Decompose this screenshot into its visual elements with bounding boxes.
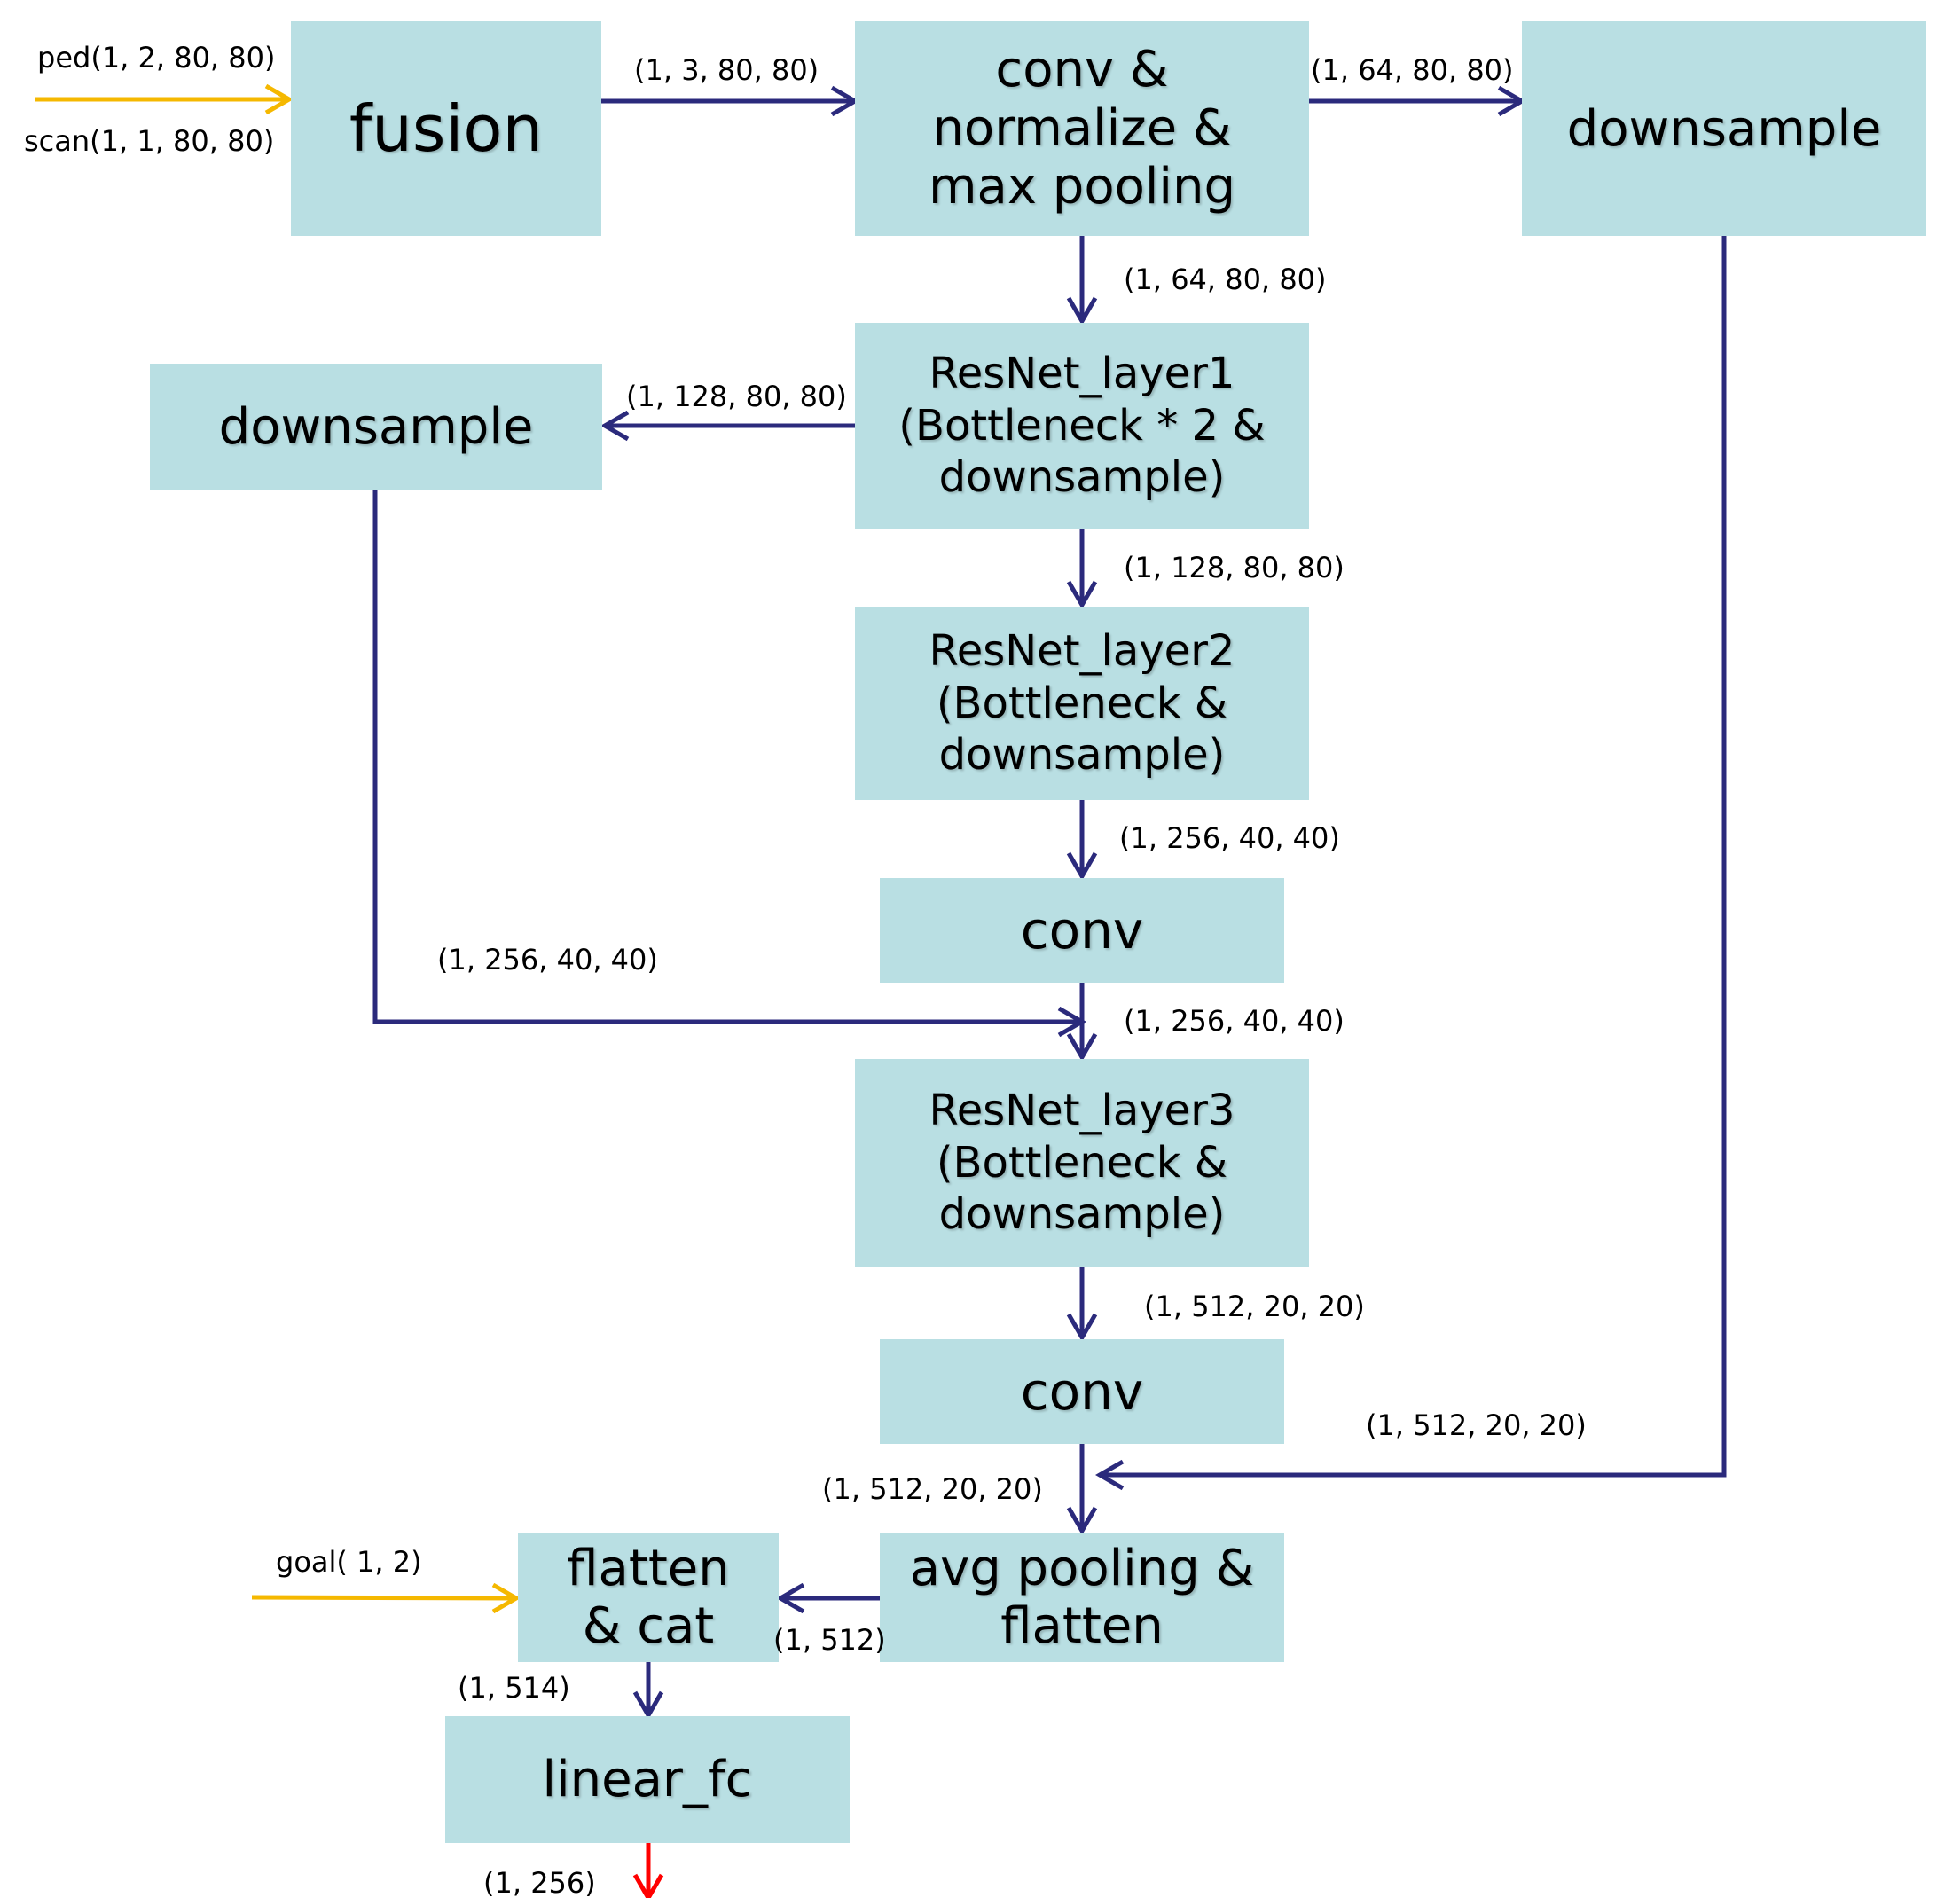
avg-pooling-flatten-node: avg pooling & flatten (880, 1533, 1284, 1662)
resnet-layer2-node: ResNet_layer2 (Bottleneck & downsample) (855, 607, 1309, 800)
fc-output-arrow (632, 1843, 664, 1898)
fusion-to-conv-arrow (601, 85, 860, 117)
cat-to-fc-label: (1, 514) (458, 1671, 570, 1705)
conv-to-avgpool-arrow (1066, 1444, 1098, 1536)
fusion-node: fusion (291, 21, 601, 236)
layer2-to-conv-arrow (1066, 800, 1098, 882)
downsample-right-skip-label: (1, 512, 20, 20) (1366, 1408, 1587, 1442)
downsample-right-skip-arrow (1094, 236, 1727, 1491)
layer1-to-layer2-label: (1, 128, 80, 80) (1124, 551, 1345, 584)
conv-to-downsample-arrow (1309, 85, 1527, 117)
flatten-cat-node: flatten & cat (518, 1533, 779, 1662)
linear-fc-node: linear_fc (445, 1716, 850, 1843)
fc-output-label: (1, 256) (483, 1866, 596, 1898)
resnet-layer1-node: ResNet_layer1 (Bottleneck * 2 & downsamp… (855, 323, 1309, 529)
conv-to-layer1-label: (1, 64, 80, 80) (1124, 263, 1327, 296)
downsample-left-skip-label: (1, 256, 40, 40) (437, 943, 658, 976)
fusion-out-label: (1, 3, 80, 80) (634, 53, 819, 87)
downsample-right-node: downsample (1522, 21, 1926, 236)
layer1-to-downsample-arrow (600, 410, 855, 442)
conv-node-2: conv (880, 1339, 1284, 1444)
avgpool-to-cat-arrow (775, 1582, 881, 1614)
ped-scan-input-arrow (35, 83, 294, 115)
layer1-to-downsample-label: (1, 128, 80, 80) (626, 380, 847, 413)
cat-to-fc-arrow (632, 1662, 664, 1721)
conv-to-layer3-label: (1, 256, 40, 40) (1124, 1004, 1345, 1038)
conv-to-avgpool-label: (1, 512, 20, 20) (822, 1472, 1043, 1506)
layer1-to-layer2-arrow (1066, 529, 1098, 610)
conv-to-layer3-arrow (1066, 983, 1098, 1063)
resnet-layer3-node: ResNet_layer3 (Bottleneck & downsample) (855, 1059, 1309, 1267)
layer3-to-conv-arrow (1066, 1267, 1098, 1343)
goal-input-label: goal( 1, 2) (276, 1545, 422, 1579)
scan-input-label: scan(1, 1, 80, 80) (24, 124, 275, 158)
layer2-to-conv-label: (1, 256, 40, 40) (1119, 821, 1340, 855)
conv-normalize-maxpool-node: conv & normalize & max pooling (855, 21, 1309, 236)
conv-to-downsample-label: (1, 64, 80, 80) (1311, 53, 1514, 87)
layer3-to-conv-label: (1, 512, 20, 20) (1144, 1290, 1365, 1323)
goal-input-arrow (251, 1582, 521, 1614)
conv-node-1: conv (880, 878, 1284, 983)
avgpool-to-cat-label: (1, 512) (773, 1623, 886, 1657)
downsample-left-node: downsample (150, 364, 602, 490)
ped-input-label: ped(1, 2, 80, 80) (37, 41, 276, 75)
conv-to-layer1-arrow (1066, 236, 1098, 326)
